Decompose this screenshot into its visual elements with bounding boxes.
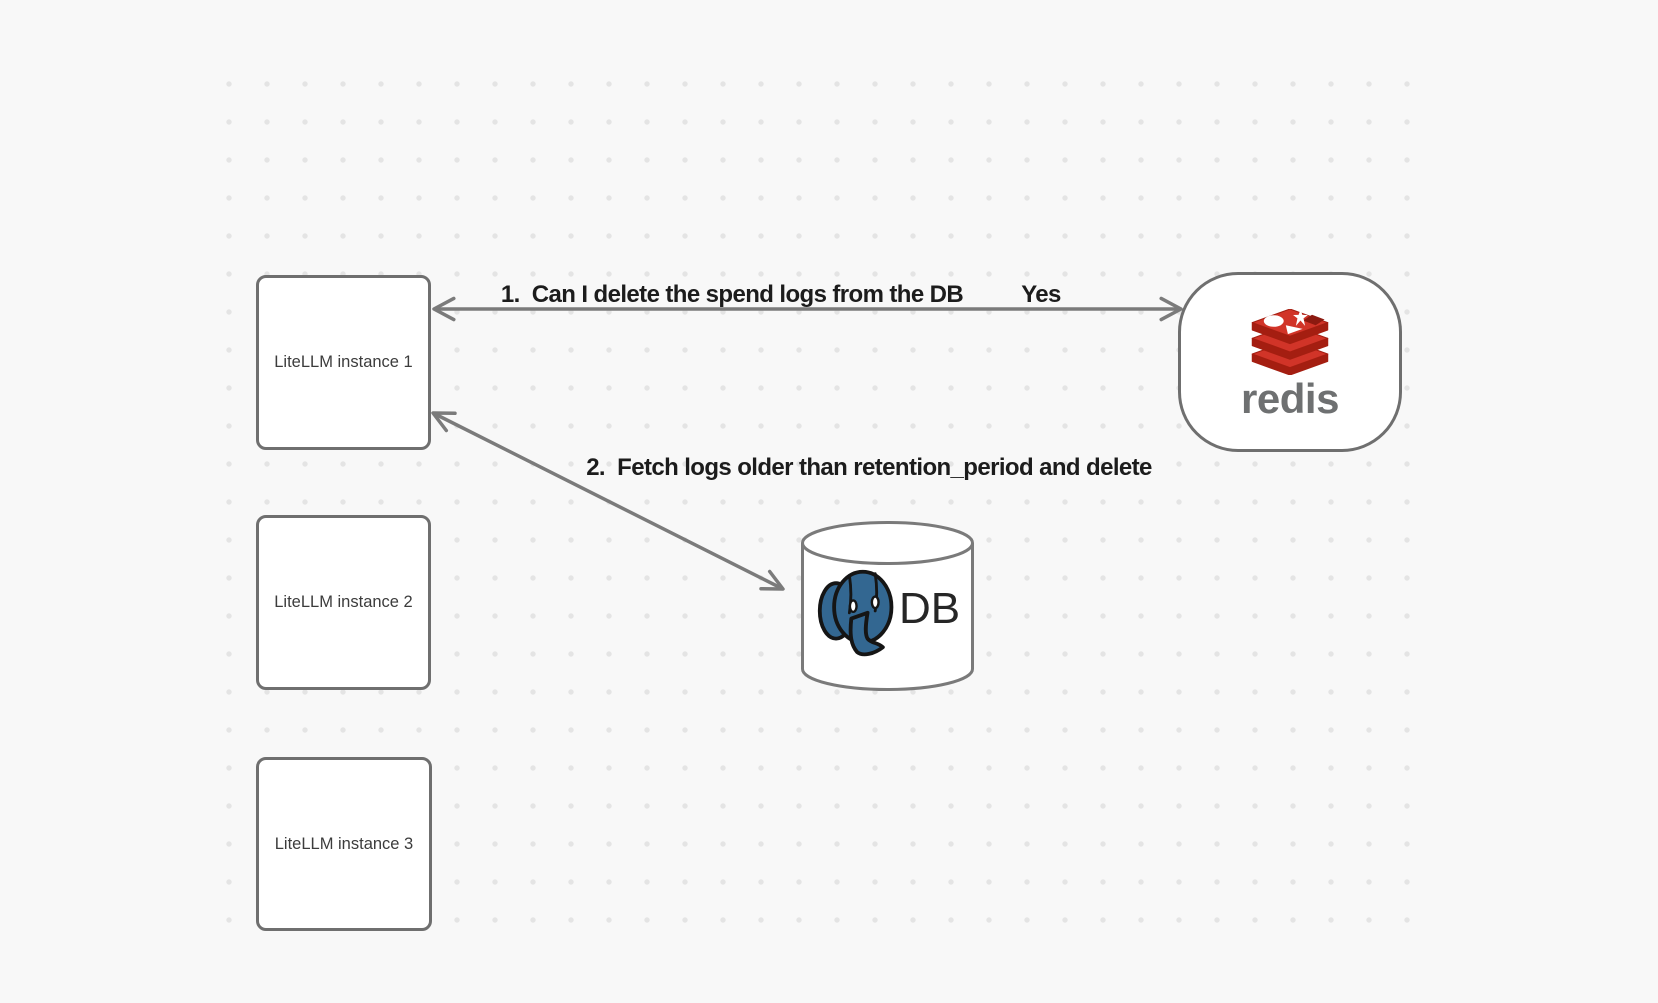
- redis-star-shape: [1293, 309, 1308, 326]
- message-step1[interactable]: 1. Can I delete the spend logs from the …: [500, 281, 964, 308]
- node-redis[interactable]: redis: [1178, 272, 1402, 452]
- message-step2[interactable]: 2. Fetch logs older than retention_perio…: [586, 454, 1152, 481]
- node-litellm-instance-3[interactable]: LiteLLM instance 3: [256, 757, 432, 931]
- postgresql-elephant-icon: [817, 569, 894, 657]
- redis-wordmark: redis: [1241, 374, 1339, 422]
- node-litellm-instance-1[interactable]: LiteLLM instance 1: [256, 275, 431, 450]
- redis-ellipse-shape: [1263, 314, 1284, 327]
- redis-triangle-shape: [1285, 324, 1303, 334]
- redis-cube-shape: [1303, 314, 1325, 325]
- instance-1-label: LiteLLM instance 1: [274, 353, 413, 371]
- instance-2-label: LiteLLM instance 2: [274, 593, 413, 611]
- message-step1-answer[interactable]: Yes: [1021, 281, 1061, 308]
- node-litellm-instance-2[interactable]: LiteLLM instance 2: [256, 515, 431, 690]
- redis-logo-icon: [1251, 308, 1329, 375]
- node-db[interactable]: DB: [800, 520, 975, 694]
- instance-3-label: LiteLLM instance 3: [274, 834, 414, 853]
- db-label: DB: [898, 584, 961, 633]
